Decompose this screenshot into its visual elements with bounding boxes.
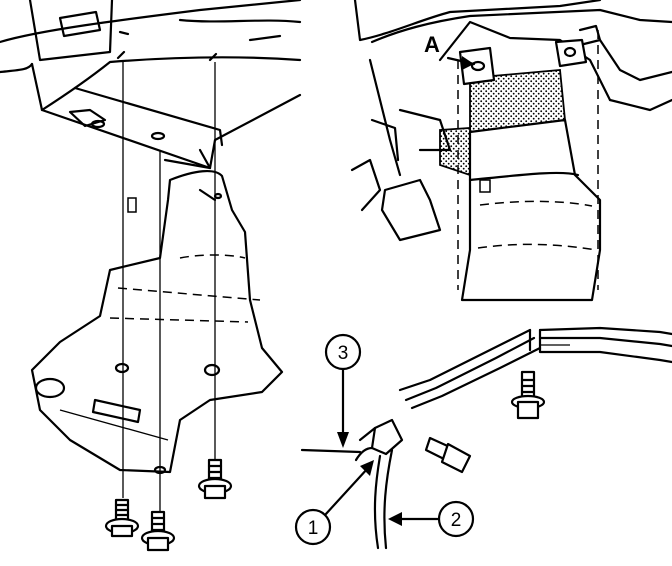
callout-1-label: 1 xyxy=(308,518,319,539)
alignment-lines xyxy=(116,50,218,512)
installed-view: A xyxy=(350,0,672,302)
callout-3: 3 xyxy=(324,333,362,448)
callout-1: 1 xyxy=(294,460,374,546)
bolt-left xyxy=(104,498,140,538)
left-exploded-view xyxy=(0,0,302,552)
callout-3-label: 3 xyxy=(338,343,349,364)
bolt-center xyxy=(140,510,176,552)
bolt-right xyxy=(197,458,233,500)
splash-shield xyxy=(30,170,284,475)
frame-rail xyxy=(0,0,302,170)
callout-2-label: 2 xyxy=(451,510,462,531)
callout-2: 2 xyxy=(388,500,475,538)
detail-view: 3 1 2 xyxy=(294,326,672,550)
view-a-arrow: A xyxy=(424,32,476,70)
detail-bolt-side xyxy=(424,436,472,474)
view-a-label: A xyxy=(424,32,440,57)
detail-bolt-upper xyxy=(510,370,546,420)
